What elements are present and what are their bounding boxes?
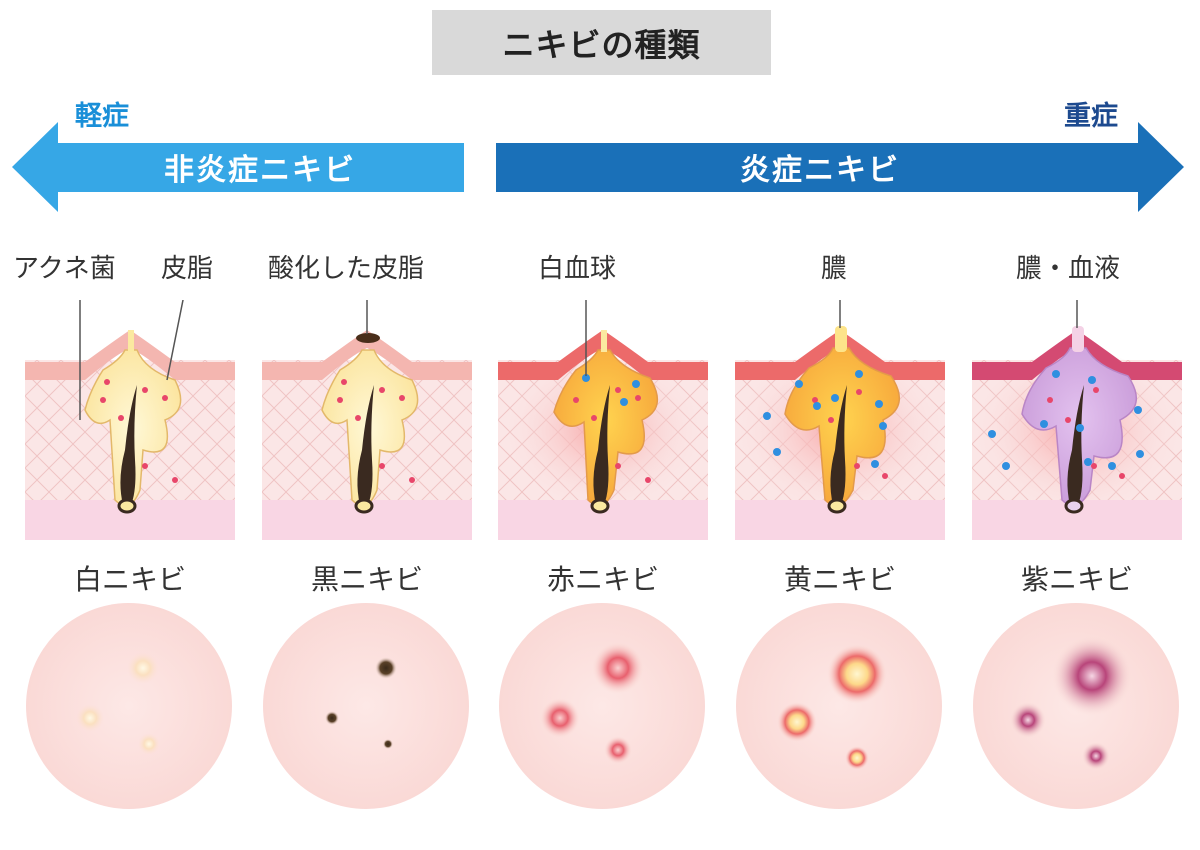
mild-label: 軽症 xyxy=(75,101,129,132)
purple-acne-cross-section xyxy=(972,300,1182,540)
non-inflamed-arrow xyxy=(12,122,464,212)
inflamed-arrow-label: 炎症ニキビ xyxy=(740,153,900,188)
red-acne-cross-section xyxy=(498,300,708,540)
yellow-acne-cross-section xyxy=(735,300,945,540)
yellow-acne-skin-view xyxy=(736,603,942,809)
severe-label: 重症 xyxy=(1064,101,1118,132)
column-yellow-acne: 膿 黄ニキビ xyxy=(735,240,945,820)
annotation-pus: 膿 xyxy=(821,254,848,284)
white-acne-label: 白ニキビ xyxy=(73,563,186,596)
annotation-sebum: 皮脂 xyxy=(161,254,214,284)
annotation-pus-blood: 膿・血液 xyxy=(1016,254,1121,284)
non-inflamed-arrow-label: 非炎症ニキビ xyxy=(164,153,356,188)
column-black-acne: 酸化した皮脂 黒ニキビ xyxy=(262,240,472,820)
black-acne-skin-view xyxy=(263,603,469,809)
annotation-white-blood-cell: 白血球 xyxy=(538,254,617,284)
column-red-acne: 白血球 赤ニキビ xyxy=(498,240,708,820)
column-white-acne: アクネ菌 皮脂 白ニキビ xyxy=(13,240,235,820)
red-acne-skin-view xyxy=(499,603,705,809)
purple-acne-skin-view xyxy=(973,603,1179,809)
severity-arrows xyxy=(12,122,1184,212)
column-purple-acne: 膿・血液 紫ニキビ xyxy=(972,240,1182,820)
white-acne-cross-section xyxy=(25,300,235,540)
annotation-acne-bacteria: アクネ菌 xyxy=(13,254,116,284)
inflamed-arrow xyxy=(496,122,1184,212)
red-acne-label: 赤ニキビ xyxy=(546,563,659,596)
white-acne-skin-view xyxy=(26,603,232,809)
black-acne-cross-section xyxy=(262,300,472,540)
page-title: ニキビの種類 xyxy=(502,25,701,64)
yellow-acne-label: 黄ニキビ xyxy=(783,563,896,596)
title-box: ニキビの種類 xyxy=(432,10,771,75)
annotation-oxidized-sebum: 酸化した皮脂 xyxy=(268,254,425,284)
black-acne-label: 黒ニキビ xyxy=(310,563,423,596)
purple-acne-label: 紫ニキビ xyxy=(1020,563,1133,596)
